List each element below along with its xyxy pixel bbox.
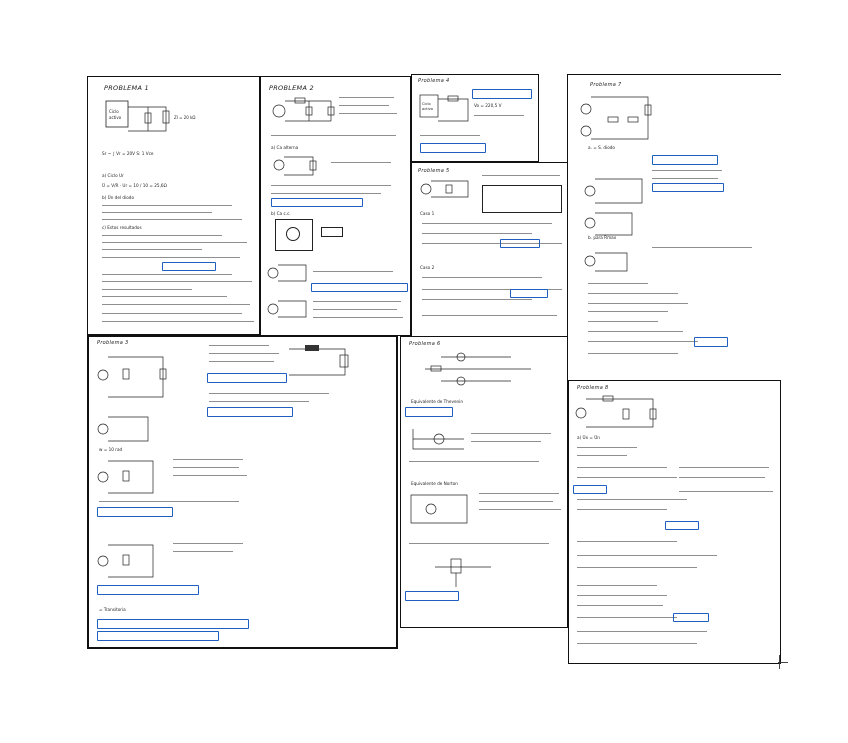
- highlight-box: [694, 337, 728, 347]
- highlight-box: [311, 283, 408, 292]
- highlight-box: [420, 143, 486, 153]
- problem-8-circuit: [575, 395, 657, 428]
- problem-3-circuit: [97, 356, 167, 398]
- problem-4-sheet: Problema 4 Ciclo activo Vo = 220,5 V: [411, 74, 539, 162]
- highlight-box: [573, 485, 607, 494]
- problem-2-section-a: a) Ca alterna: [271, 145, 299, 150]
- problem-3-subcircuit: [97, 544, 154, 578]
- highlight-box: [162, 262, 216, 271]
- problem-8-sheet: Problema 8 a) Ūx = Ūn: [568, 380, 781, 664]
- problem-7-section-b: b. para Rmax: [588, 235, 617, 240]
- problem-5-title: Problema 5: [418, 168, 450, 174]
- problem-3-transient: = Transitoria: [99, 607, 126, 612]
- problem-4-title: Problema 4: [418, 78, 450, 84]
- problem-2-lower-circuit: [267, 264, 307, 318]
- problem-6-subcircuit: [410, 494, 468, 524]
- svg-text:activo: activo: [109, 115, 122, 120]
- problem-1-text: Ū = V/R · Ur = 10 / 10 = 25,6Ω: [102, 183, 167, 188]
- problem-4-circuit: Ciclo activo: [419, 94, 469, 122]
- svg-text:Zl = 20 kΩ: Zl = 20 kΩ: [174, 115, 195, 120]
- problem-4-value: Vo = 220,5 V: [474, 103, 502, 108]
- highlight-box: [510, 289, 548, 298]
- problem-2-title: PROBLEMA 2: [269, 84, 314, 92]
- problem-6-sheet: Problema 6 Equivalente de Thevenin Equiv…: [400, 336, 568, 628]
- highlight-box: [673, 613, 709, 622]
- problem-1-circuit: Ciclo activo Zl = 20 kΩ: [105, 100, 195, 132]
- highlight-box: [500, 239, 540, 248]
- highlight-box: [405, 407, 453, 417]
- svg-text:Ciclo: Ciclo: [109, 109, 119, 114]
- problem-7-sheet: Problema 7 a. = S. diodo b. para Rmax: [567, 74, 781, 382]
- highlight-box: [472, 89, 532, 99]
- highlight-box: [652, 183, 724, 192]
- corner-mark: [778, 662, 788, 663]
- svg-text:Ciclo: Ciclo: [422, 102, 431, 106]
- problem-8-title: Problema 8: [577, 385, 609, 391]
- problem-6-title: Problema 6: [409, 341, 441, 347]
- problem-2-section-b: b) Ca c.c.: [271, 211, 291, 216]
- problem-3-sheet: Problema 3 w = 10 rad = Transitoria: [87, 335, 398, 649]
- problem-3-title: Problema 3: [97, 340, 129, 346]
- problem-7-subcircuit: [584, 252, 628, 272]
- problem-5-sheet: Problema 5 Caso 1 Caso 2: [411, 162, 568, 337]
- highlight-box: [97, 631, 219, 641]
- problem-7-circuit: [580, 96, 652, 140]
- highlight-box: [405, 591, 459, 601]
- problem-1-section-b: b) Ūn del diodo: [102, 195, 135, 200]
- problem-3-omega: w = 10 rad: [99, 447, 123, 452]
- problem-5-circuit: [420, 180, 469, 198]
- problem-6-norton: Equivalente de Norton: [411, 481, 458, 486]
- problem-5-case-2: Caso 2: [420, 265, 435, 270]
- problem-6-subcircuit: [412, 429, 464, 450]
- highlight-box: [665, 521, 699, 530]
- highlight-box: [97, 585, 199, 595]
- problem-7-subcircuit: [584, 212, 633, 236]
- problem-1-section-c: c) Estos resultados: [102, 225, 142, 230]
- problem-2-subcircuit: [273, 156, 317, 176]
- highlight-box: [207, 373, 287, 383]
- highlight-box: [97, 507, 173, 517]
- problem-2-circuit: [272, 97, 335, 122]
- problem-7-title: Problema 7: [590, 82, 622, 88]
- problem-1-sheet: PROBLEMA 1 Ciclo activo Zl = 20 kΩ Sr ~ …: [87, 76, 260, 335]
- problem-3-subcircuit: [97, 416, 149, 442]
- problem-6-thevenin: Equivalente de Thevenin: [411, 399, 463, 404]
- problem-1-text: Sr ~ ∫ Vr = 20V S: 1 Vce: [102, 151, 154, 156]
- problem-1-title: PROBLEMA 1: [104, 84, 149, 92]
- problem-3-subcircuit: [97, 460, 154, 494]
- problem-7-section-a: a. = S. diodo: [588, 145, 615, 150]
- problem-2-sheet: PROBLEMA 2 a) Ca alterna b) Ca c.c.: [260, 76, 411, 336]
- problem-3-transformer: [289, 345, 349, 376]
- svg-text:activo: activo: [422, 107, 433, 111]
- highlight-box: [207, 407, 293, 417]
- corner-mark: [779, 655, 780, 669]
- problem-5-case-1: Caso 1: [420, 211, 435, 216]
- highlight-box: [271, 198, 363, 207]
- highlight-box: [652, 155, 718, 165]
- highlight-box: [97, 619, 249, 629]
- problem-6-subcircuit: [435, 558, 491, 587]
- problem-1-section-a: a) Ciclo Ur: [102, 173, 124, 178]
- problem-8-section-a: a) Ūx = Ūn: [577, 435, 600, 440]
- problem-6-circuit: [425, 352, 531, 386]
- problem-7-subcircuit: [584, 178, 643, 204]
